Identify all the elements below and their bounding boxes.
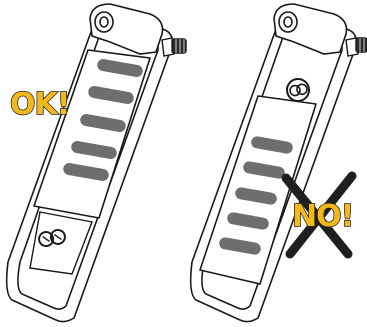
- left-threaded-stud: [162, 38, 186, 56]
- correct-example: OK!: [7, 4, 186, 322]
- ok-label: OK!: [10, 87, 69, 122]
- no-label: NO!: [292, 199, 353, 234]
- wrong-example: NO!: [191, 4, 367, 322]
- right-threaded-stud: [346, 38, 367, 56]
